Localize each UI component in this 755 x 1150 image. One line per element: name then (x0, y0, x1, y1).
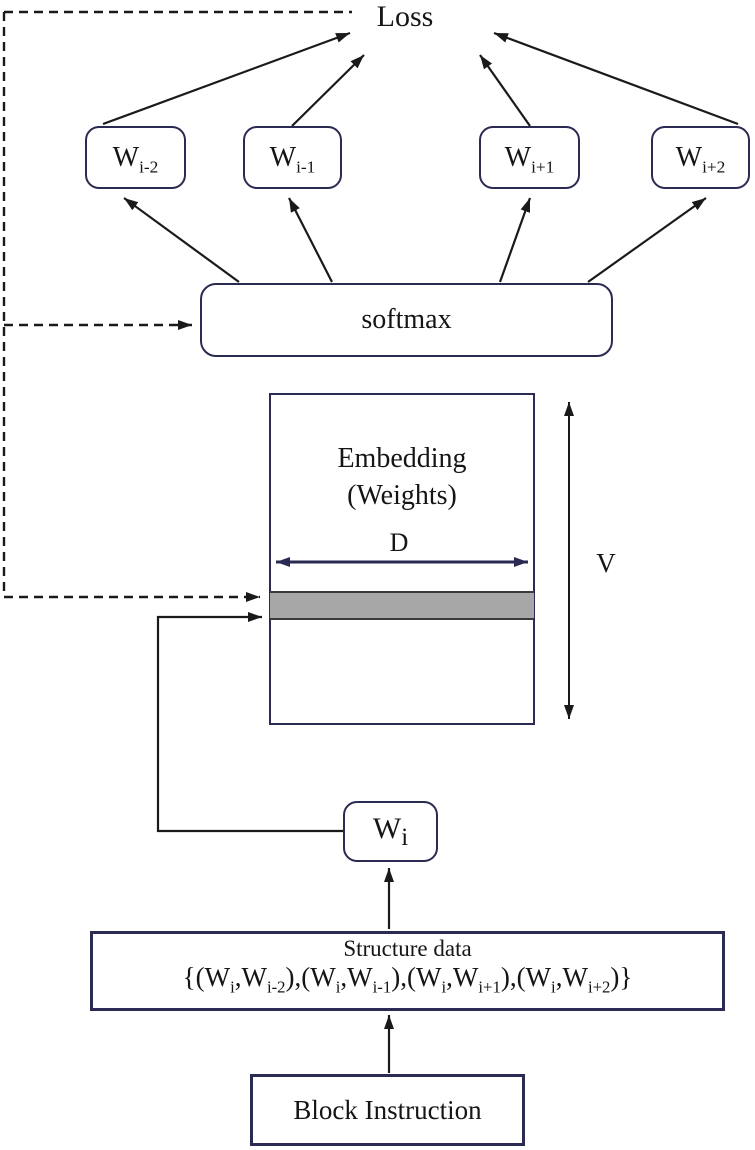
center-word-box-wi: Wi (343, 801, 438, 862)
arrow-softmax-to-wi-plus-1 (498, 197, 532, 283)
context-word-box-wi-minus-1: Wi-1 (243, 126, 342, 189)
embedding-matrix-box (269, 393, 535, 725)
context-word-box-wi-minus-2: Wi-2 (85, 126, 186, 189)
vocab-size-label-v: V (596, 548, 616, 578)
context-word-label: Wi-1 (269, 141, 316, 177)
loss-node-label: Loss (376, 0, 434, 33)
arrow-wi-plus-2-to-loss (493, 31, 739, 126)
arrow-wi-minus-1-to-loss (291, 54, 365, 127)
arrow-softmax-to-wi-plus-2 (587, 197, 707, 283)
embedding-title-line2: (Weights) (347, 480, 457, 511)
context-word-label: Wi-2 (112, 141, 159, 177)
embedding-title-line1: Embedding (337, 443, 467, 474)
embedding-row-highlight (270, 591, 534, 620)
softmax-label: softmax (361, 304, 452, 335)
arrow-wi-minus-2-to-loss (102, 31, 351, 126)
context-word-label: Wi+1 (504, 141, 555, 177)
context-word-box-wi-plus-1: Wi+1 (479, 126, 580, 189)
arrow-softmax-to-wi-minus-1 (288, 197, 333, 283)
softmax-box: softmax (200, 283, 613, 357)
dimension-label-d: D (389, 528, 409, 557)
block-instruction-box: Block Instruction (250, 1074, 525, 1146)
context-word-label: Wi+2 (675, 141, 726, 177)
structure-data-box: Structure data {(Wi,Wi-2),(Wi,Wi-1),(Wi,… (90, 931, 725, 1011)
structure-data-formula: {(Wi,Wi-2),(Wi,Wi-1),(Wi,Wi+1),(Wi,Wi+2)… (182, 962, 633, 997)
context-word-box-wi-plus-2: Wi+2 (651, 126, 750, 189)
block-instruction-label: Block Instruction (293, 1094, 482, 1125)
structure-data-title: Structure data (343, 936, 472, 961)
arrow-softmax-to-wi-minus-2 (123, 197, 240, 283)
center-word-label: Wi (372, 811, 409, 851)
arrow-wi-plus-1-to-loss (479, 54, 531, 127)
